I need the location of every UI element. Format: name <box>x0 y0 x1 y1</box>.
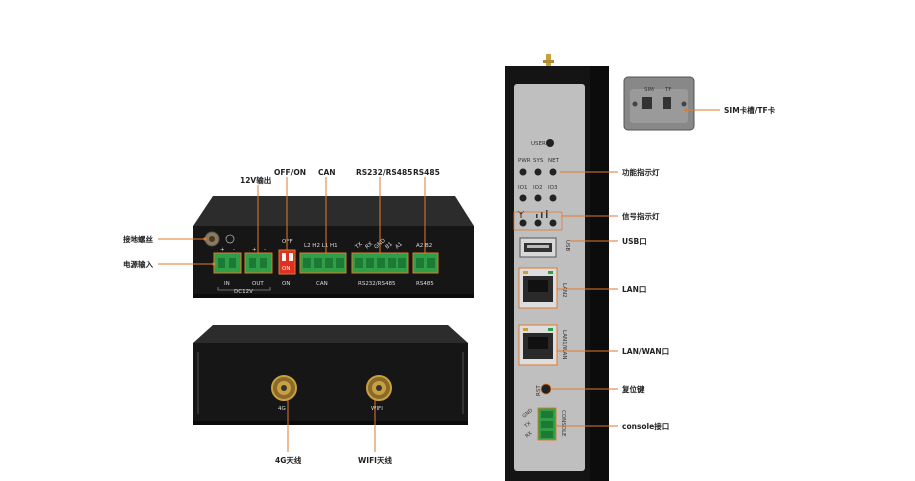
io2-led <box>534 194 542 202</box>
callout-indicators: 功能指示灯 <box>622 167 660 177</box>
dc12v-label: DC12V <box>234 289 253 295</box>
console-label: CONSOLE <box>560 410 566 437</box>
user-button <box>546 139 554 147</box>
front-view: + - + - OFF ON L2 H2 L1 H1 TX RX GND B1 <box>123 168 474 298</box>
rear-device-face <box>193 343 468 423</box>
callout-console: console接口 <box>622 421 669 431</box>
callout-power-input: 电源输入 <box>123 259 153 269</box>
console-pin-label: TX <box>523 420 533 430</box>
tf-card-slot <box>663 97 671 109</box>
io2-label: IO2 <box>533 185 542 191</box>
antenna-wifi-connector <box>366 375 392 401</box>
callout-wifi-antenna: WIFI天线 <box>358 455 392 465</box>
side-view: USER PWR SYS NET IO1 IO2 IO3 USB <box>505 54 776 481</box>
serial-bottom-label: RS232/RS485 <box>358 281 396 287</box>
callout-signal: 信号指示灯 <box>622 211 660 221</box>
sim-card-slot <box>642 97 652 109</box>
on-label: ON <box>282 281 290 287</box>
tf-slot-label: TF <box>664 87 672 93</box>
pwr-led <box>519 168 527 176</box>
ground-symbol-icon <box>225 234 235 244</box>
callout-off-on: OFF/ON <box>274 168 306 177</box>
sim-slot-label: SIM <box>644 87 654 93</box>
callout-rs485: RS485 <box>413 168 440 177</box>
can-terminal <box>299 252 347 274</box>
front-pm-label: - <box>233 247 235 253</box>
callout-lanwan: LAN/WAN口 <box>622 347 669 356</box>
antenna-wifi-label: WIFI <box>371 406 383 412</box>
rs485-pins-label: A2 B2 <box>416 243 432 249</box>
user-label: USER <box>531 141 546 147</box>
serial-pin-label: TX <box>354 241 364 251</box>
antenna-4g-label: 4G <box>278 406 286 412</box>
callout-4g-antenna: 4G天线 <box>275 455 302 465</box>
signal-led <box>519 219 527 227</box>
callout-rs232-rs485: RS232/RS485 <box>356 168 412 177</box>
front-callout-lines <box>158 177 426 265</box>
usb-label: USB <box>564 240 570 252</box>
net-label: NET <box>548 158 560 164</box>
front-device-top <box>193 196 474 226</box>
callout-lan: LAN口 <box>622 285 646 294</box>
antenna-4g-connector <box>271 375 297 401</box>
callout-ground-screw: 接地螺丝 <box>123 234 153 244</box>
front-pm-label: - <box>264 247 266 253</box>
can-pins-label: L2 H2 L1 H1 <box>304 243 338 249</box>
console-pin-label: RX <box>524 430 534 439</box>
rst-label: RST <box>536 385 542 396</box>
reset-button <box>540 383 552 395</box>
pwr-label: PWR <box>518 158 531 164</box>
sys-led <box>534 168 542 176</box>
rear-view: 4G WIFI 4G天线 WIFI天线 <box>193 325 468 465</box>
dip-on-mini: ON <box>282 266 290 272</box>
serial-pin-label: B1 <box>384 241 393 250</box>
lan1-wan-label: LAN1/WAN <box>561 330 567 359</box>
callout-12v-out: 12V输出 <box>240 175 271 185</box>
callout-sim-tf: SIM卡槽/TF卡 <box>724 105 776 115</box>
serial-pin-label: A1 <box>394 241 403 250</box>
callout-reset: 复位键 <box>621 384 645 394</box>
callout-usb: USB口 <box>622 237 647 246</box>
io3-label: IO3 <box>548 185 558 191</box>
rear-device-top <box>193 325 468 343</box>
io1-led <box>519 194 527 202</box>
signal-led <box>534 219 542 227</box>
in-label: IN <box>224 281 230 287</box>
callout-can: CAN <box>318 168 336 177</box>
side-callout-lines <box>552 109 720 427</box>
signal-led <box>549 219 557 227</box>
lan2-label: LAN2 <box>561 283 567 298</box>
net-led <box>549 168 557 176</box>
front-pm-label: + <box>220 247 225 253</box>
out-label: OUT <box>252 281 264 287</box>
io3-led <box>549 194 557 202</box>
io1-label: IO1 <box>518 185 527 191</box>
sys-label: SYS <box>533 158 544 164</box>
rs485-bottom-label: RS485 <box>416 281 434 287</box>
front-pm-label: + <box>252 247 257 253</box>
can-bottom-label: CAN <box>316 281 328 287</box>
serial-pin-label: RX <box>364 241 374 251</box>
